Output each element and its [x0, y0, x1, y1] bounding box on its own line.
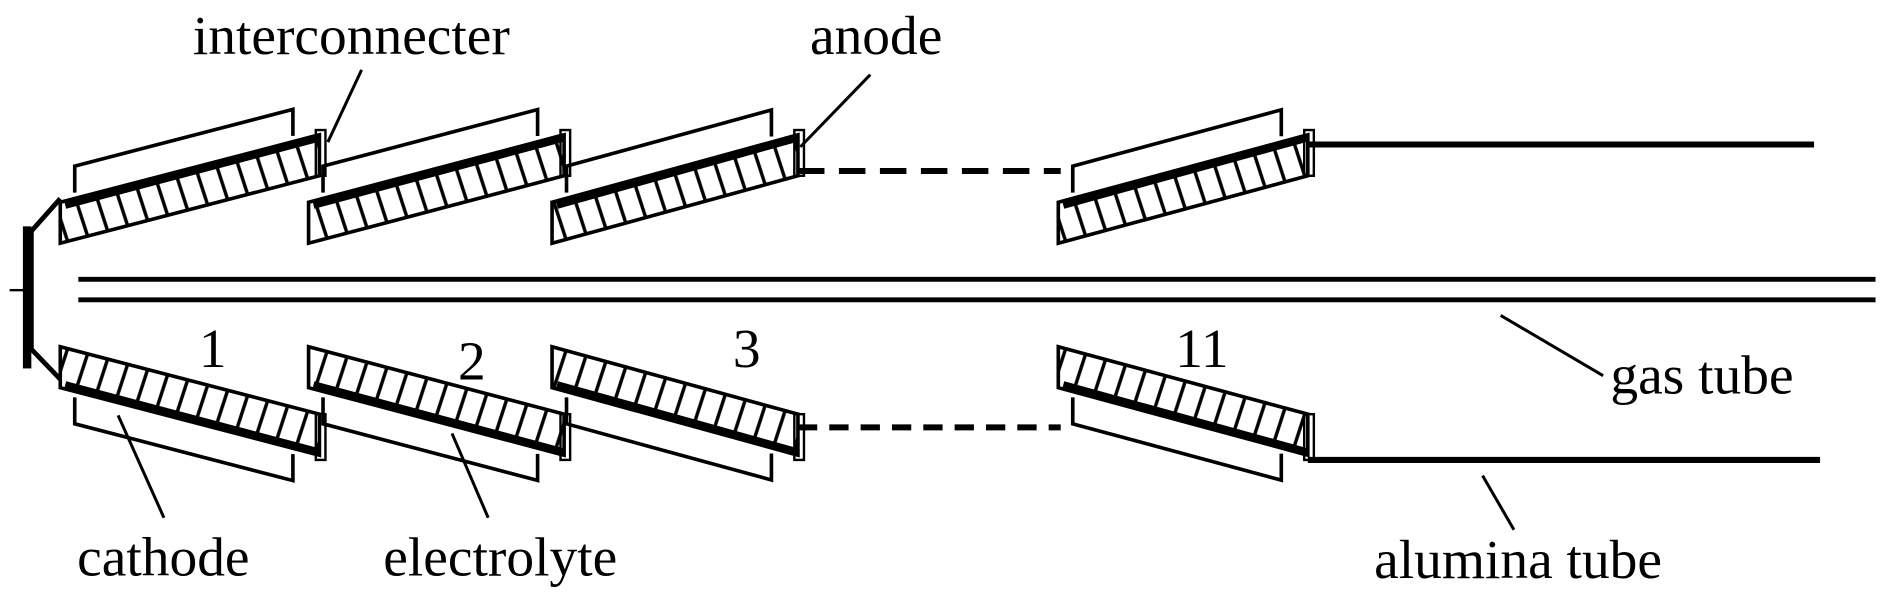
cell-number-2: 2 [458, 330, 486, 391]
cell-number-11: 11 [1175, 318, 1228, 379]
electrolyte-leader [450, 432, 490, 519]
cathode-layer [72, 397, 295, 483]
end-cap [22, 226, 32, 369]
electrolyte-layer [312, 133, 566, 209]
electrolyte-layer [555, 381, 800, 457]
anode-leader [799, 73, 872, 148]
cell-2-top [306, 107, 572, 246]
electrolyte-label: electrolyte [383, 527, 617, 588]
anode-label: anode [810, 5, 942, 66]
gas-tube-leader [1499, 314, 1604, 377]
cathode-leader [116, 414, 166, 519]
electrolyte-layer [1062, 133, 1309, 209]
interconnecter-leader [326, 69, 363, 143]
cell-number-3: 3 [733, 318, 761, 379]
cell-2-bottom [306, 344, 572, 483]
interconnecter-label: interconnecter [193, 5, 510, 66]
cells-bottom-row [58, 344, 1316, 483]
cathode-layer [564, 107, 774, 193]
cathode-layer [1070, 107, 1284, 193]
interconnect [314, 128, 327, 177]
gas-tube-label: gas tube [1610, 345, 1793, 406]
cells-group [58, 107, 1316, 483]
cathode-layer [564, 397, 774, 483]
electrolyte-layer [64, 381, 321, 457]
cell-3-bottom [550, 344, 806, 483]
alumina-tube-leader [1481, 474, 1516, 531]
cathode-label: cathode [77, 527, 249, 588]
cell-4-top [1056, 107, 1316, 246]
electrolyte-layer [1062, 381, 1309, 457]
electrolyte-layer [312, 381, 566, 457]
cell-1-bottom [58, 344, 327, 483]
electrolyte-layer [555, 133, 800, 209]
cells-top-row [58, 107, 1316, 246]
cell-4-bottom [1056, 344, 1316, 483]
end-cap-outline [28, 197, 63, 381]
cathode-layer [1070, 397, 1284, 483]
interconnect [314, 412, 327, 462]
cathode-layer [321, 397, 540, 483]
cell-number-1: 1 [199, 318, 227, 379]
interconnect [1302, 128, 1316, 177]
cell-1-top [58, 107, 327, 246]
cell-3-top [550, 107, 806, 246]
interconnect [793, 412, 806, 462]
electrolyte-layer [64, 133, 321, 209]
interconnect [793, 128, 806, 177]
alumina-tube-label: alumina tube [1374, 529, 1662, 590]
cathode-layer [321, 107, 540, 193]
cathode-layer [72, 107, 295, 193]
